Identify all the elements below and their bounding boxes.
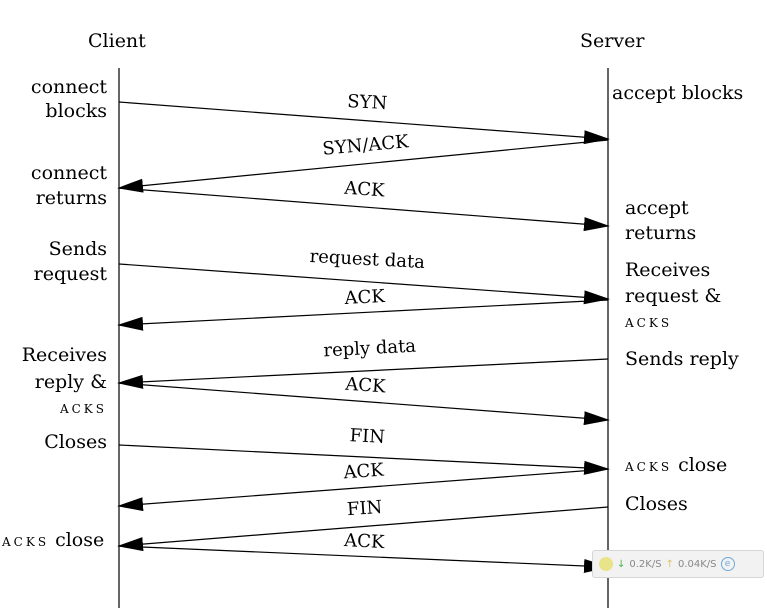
arrow-ack-4	[117, 468, 609, 512]
msg-ack-3: ACK	[344, 374, 387, 398]
note-server-acks-close: ACKS close	[625, 454, 728, 476]
msg-ack-1: ACK	[343, 178, 386, 202]
down-arrow-icon: ↓	[617, 558, 626, 570]
msg-ack-2: ACK	[343, 286, 386, 309]
arrow-fin-1	[118, 444, 610, 475]
note-receives-reply-2: reply &	[34, 371, 107, 393]
download-speed: 0.2K/S	[629, 558, 662, 570]
note-receives-reply-1: Receives	[21, 344, 107, 366]
arrow-ack-3	[118, 382, 610, 426]
note-accept-returns-2: returns	[625, 222, 697, 244]
note-connect-returns-1: connect	[30, 162, 107, 184]
arrow-ack-1	[118, 187, 610, 232]
note-accept-blocks: accept blocks	[612, 82, 744, 104]
arrow-fin-2	[117, 506, 609, 552]
note-sends-reply: Sends reply	[625, 348, 739, 370]
widget-ball-icon	[599, 557, 613, 571]
msg-reply-data: reply data	[323, 336, 417, 362]
msg-fin-1: FIN	[349, 425, 385, 448]
note-sends-request-2: request	[33, 263, 107, 285]
msg-syn-ack: SYN/ACK	[322, 131, 410, 159]
note-client-acks-close: ACKS close	[2, 529, 105, 551]
note-server-closes: Closes	[625, 493, 688, 515]
ie-icon[interactable]: e	[720, 557, 735, 571]
msg-request-data: request data	[309, 246, 426, 273]
arrow-ack-5	[118, 545, 610, 573]
arrow-ack-2	[117, 299, 609, 331]
note-receives-request-2: request &	[625, 285, 722, 307]
note-receives-reply-3: ACKS	[59, 402, 107, 416]
note-receives-request-1: Receives	[625, 259, 711, 281]
note-client-closes: Closes	[44, 431, 107, 453]
msg-fin-2: FIN	[346, 497, 383, 520]
note-connect-blocks-1: connect	[30, 76, 107, 98]
network-speed-widget[interactable]: ↓ 0.2K/S ↑ 0.04K/S e	[592, 550, 764, 578]
note-accept-returns-1: accept	[625, 197, 689, 219]
arrow-syn	[118, 101, 610, 145]
arrow-reply-data	[117, 358, 609, 389]
msg-syn: SYN	[347, 91, 388, 114]
note-receives-request-3: ACKS	[625, 316, 673, 330]
msg-ack-5: ACK	[343, 530, 386, 553]
upload-speed: 0.04K/S	[677, 558, 717, 570]
server-header: Server	[580, 30, 645, 52]
note-connect-blocks-2: blocks	[45, 100, 107, 122]
note-connect-returns-2: returns	[35, 187, 107, 209]
note-sends-request-1: Sends	[48, 238, 107, 260]
up-arrow-icon: ↑	[665, 558, 674, 570]
msg-ack-4: ACK	[342, 460, 385, 484]
arrow-request-data	[118, 263, 610, 305]
arrow-syn-ack	[117, 139, 609, 193]
client-header: Client	[88, 30, 146, 52]
